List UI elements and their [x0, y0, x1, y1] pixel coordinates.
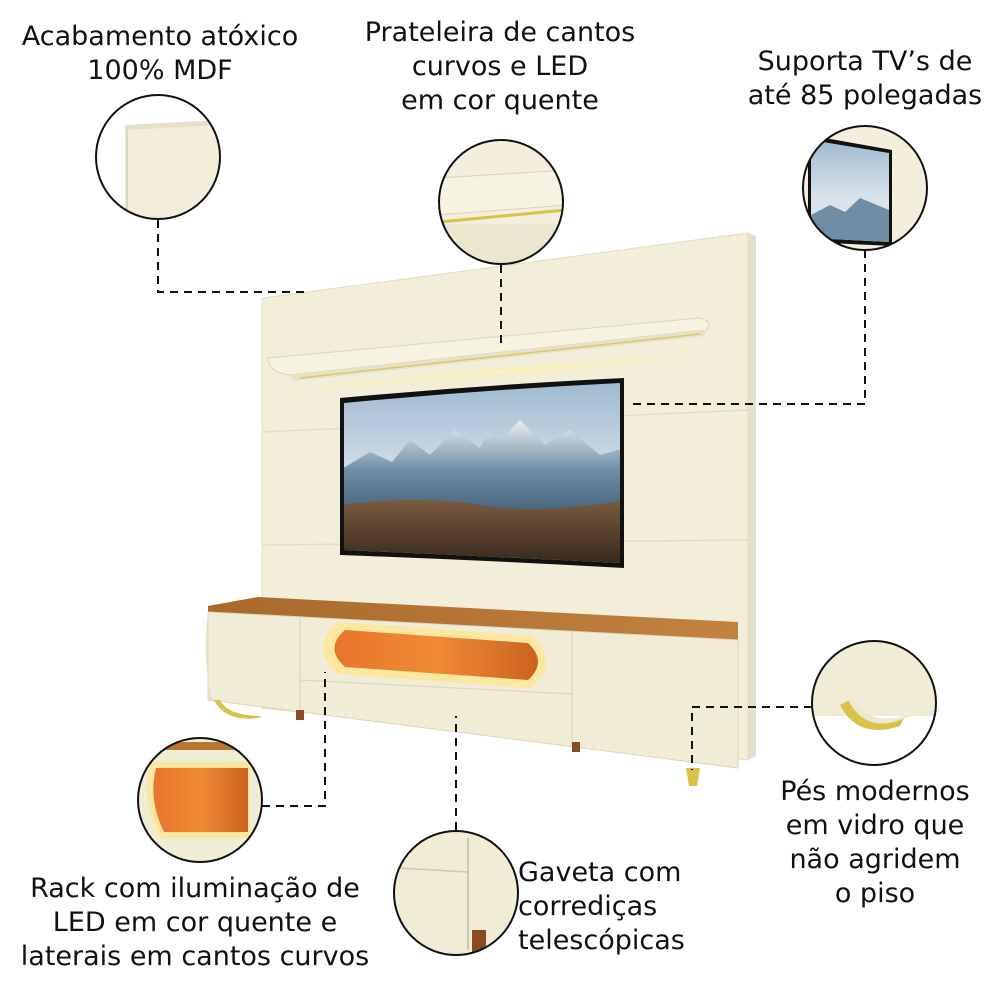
- callout-lines: [157, 220, 866, 830]
- zoom-circle-finish: [95, 94, 221, 220]
- rack-cabinet: [205, 597, 739, 786]
- zoom-circle-rack: [137, 737, 263, 863]
- feature-label-finish: Acabamento atóxico 100% MDF: [21, 21, 299, 86]
- zoom-circle-feet: [811, 640, 937, 766]
- television: [340, 378, 624, 568]
- feature-label-feet: Pés modernos em vidro que não agridem o …: [780, 776, 970, 909]
- zoom-circle-shelf: [438, 139, 564, 265]
- feature-label-rack: Rack com iluminação de LED em cor quente…: [20, 873, 370, 972]
- zoom-circle-tv: [802, 125, 928, 251]
- feature-label-tv: Suporta TV’s de até 85 polegadas: [747, 46, 983, 111]
- feature-label-drawer: Gaveta com corrediças telescópicas: [518, 857, 685, 956]
- floating-shelf: [267, 317, 720, 393]
- feature-label-shelf: Prateleira de cantos curvos e LED em cor…: [364, 17, 636, 116]
- zoom-circle-drawer: [393, 830, 519, 956]
